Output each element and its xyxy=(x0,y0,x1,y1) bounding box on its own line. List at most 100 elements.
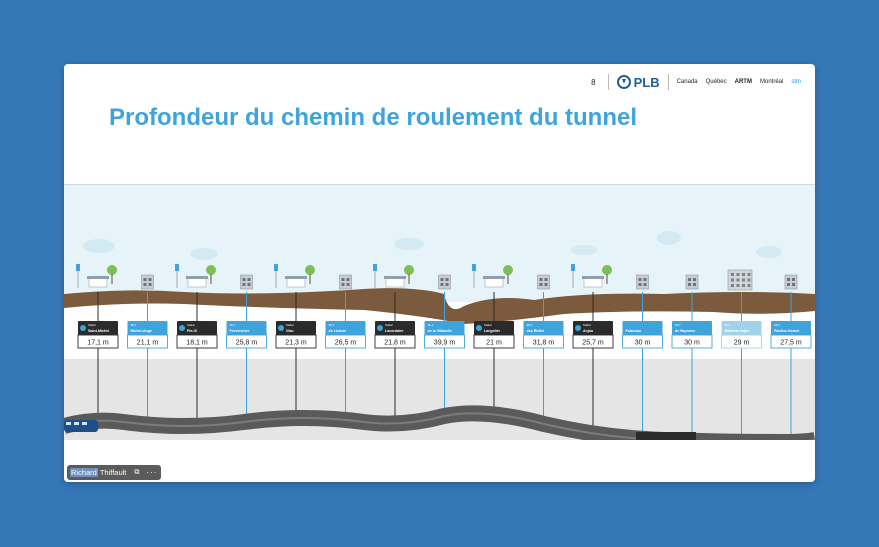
callout-depth: 29 m xyxy=(734,340,750,347)
clouds xyxy=(83,231,782,260)
callout-type: SE 1 xyxy=(131,323,137,327)
callout-depth: 30 m xyxy=(684,340,700,347)
callout-type: SE 7 xyxy=(675,323,681,327)
metro-train-icon xyxy=(64,420,98,432)
station-building-icon xyxy=(373,264,414,288)
ventilation-building-icon xyxy=(537,274,550,290)
ventilation-building-icon xyxy=(141,274,154,290)
callout-depth: 21,3 m xyxy=(285,340,307,347)
station-building-icon xyxy=(472,264,513,288)
ventilation-building-icon xyxy=(240,274,253,290)
station-callout: SE 8 Mathieu-Anjou 29 m xyxy=(721,321,762,349)
callout-name: Pie-IX xyxy=(187,329,198,333)
ventilation-building-icon xyxy=(339,274,352,290)
callout-name: Anjou xyxy=(583,329,593,333)
station-callout: SE 9 Pauline-Homer 27,5 m xyxy=(770,321,812,349)
callout-depth: 30 m xyxy=(635,340,651,347)
callout-name: Pauline-Homer xyxy=(774,329,800,333)
apartment-building-icon xyxy=(727,269,753,291)
callout-depth: 27,5 m xyxy=(780,340,802,347)
tunnel-highlight xyxy=(64,412,815,440)
callout-depth: 39,9 m xyxy=(434,340,456,347)
callout-type: Station xyxy=(187,323,196,327)
soil-layer xyxy=(64,288,815,324)
callout-name: de Lisieux xyxy=(329,329,347,333)
header-divider-2 xyxy=(667,74,669,90)
callout-name: Langelier xyxy=(484,329,501,333)
station-building-icon xyxy=(175,264,216,288)
surface-buildings xyxy=(76,264,798,291)
station-callout: SE 3 de Lisieux 26,5 m xyxy=(325,321,366,349)
pin-icon[interactable]: ⧉ xyxy=(134,468,140,476)
callout-depth: 21,8 m xyxy=(384,340,406,347)
callout-depth: 18,1 m xyxy=(186,340,208,347)
ventilation-building-icon xyxy=(685,274,699,290)
callout-name: Michel-Ange xyxy=(131,329,152,333)
callout-type: SE 3 xyxy=(329,323,335,327)
quebec-logo: Québec xyxy=(705,79,727,85)
slide-title: Profondeur du chemin de roulement du tun… xyxy=(109,104,638,131)
callout-name: Lacordaire xyxy=(385,329,403,333)
header-divider xyxy=(607,74,609,90)
page-number: 8 xyxy=(591,77,596,87)
ventilation-building-icon xyxy=(636,274,649,290)
callout-depth: 21 m xyxy=(486,340,502,347)
participant-name-tag[interactable]: Richard Thiffault ⧉ ··· xyxy=(67,465,162,480)
participant-last-name: Thiffault xyxy=(99,468,127,477)
slide-header: 8 PLB Canada Québec ARTM Montréal stm xyxy=(591,72,801,92)
montreal-logo: Montréal xyxy=(759,79,784,85)
station-building-icon xyxy=(274,264,315,288)
callout-name: de la Villanelle xyxy=(428,329,453,333)
ventilation-building-icon xyxy=(784,274,798,290)
callout-type: Station xyxy=(88,323,97,327)
participant-first-name: Richard xyxy=(70,468,98,477)
station-callout: SE 4 de la Villanelle 39,9 m xyxy=(424,321,465,349)
callout-depth: 21,1 m xyxy=(137,340,159,347)
callout-name: des Roflet xyxy=(527,329,545,333)
stm-logo: stm xyxy=(791,79,801,85)
callout-depth: 25,7 m xyxy=(582,340,604,347)
more-options-icon[interactable]: ··· xyxy=(146,468,158,477)
tunnel-darkened-segment xyxy=(636,432,696,440)
station-callout: SE 7 de Bayonne 30 m xyxy=(671,321,713,349)
artm-logo: ARTM xyxy=(734,79,752,85)
plb-wordmark: PLB xyxy=(633,74,660,90)
callout-name: de Bayonne xyxy=(675,329,695,333)
participant-strip xyxy=(64,462,815,482)
plb-arrow-icon xyxy=(616,75,631,89)
station-callout: SE 1 Michel-Ange 21,1 m xyxy=(127,321,168,349)
station-building-icon xyxy=(571,264,612,288)
callout-name: Mathieu-Anjou xyxy=(725,329,750,333)
presentation-slide: 8 PLB Canada Québec ARTM Montréal stm Pr… xyxy=(64,64,815,482)
callout-type: SE 5 xyxy=(527,323,533,327)
callout-depth: 31,8 m xyxy=(533,340,555,347)
callout-type: Station xyxy=(484,323,493,327)
callout-depth: 25,8 m xyxy=(236,340,258,347)
callout-name: Saint-Michel xyxy=(88,329,109,333)
callout-type: Station xyxy=(583,323,592,327)
callout-name: Provencher xyxy=(230,329,250,333)
callout-type: SE 2 xyxy=(230,323,236,327)
ventilation-building-icon xyxy=(438,274,451,290)
callout-type: SE 9 xyxy=(774,323,780,327)
station-shafts xyxy=(97,292,792,440)
callout-name: Viau xyxy=(286,329,294,333)
callout-type: SE 8 xyxy=(725,323,731,327)
station-building-icon xyxy=(76,264,117,288)
callout-depth: 26,5 m xyxy=(335,340,357,347)
station-callout: SE 5 des Roflet 31,8 m xyxy=(523,321,564,349)
callout-type: SE 4 xyxy=(428,323,434,327)
plb-logo: PLB xyxy=(616,74,660,90)
callout-type: Station xyxy=(286,323,295,327)
canada-logo: Canada xyxy=(676,79,698,85)
station-callout: SE 2 Provencher 25,8 m xyxy=(226,321,267,349)
